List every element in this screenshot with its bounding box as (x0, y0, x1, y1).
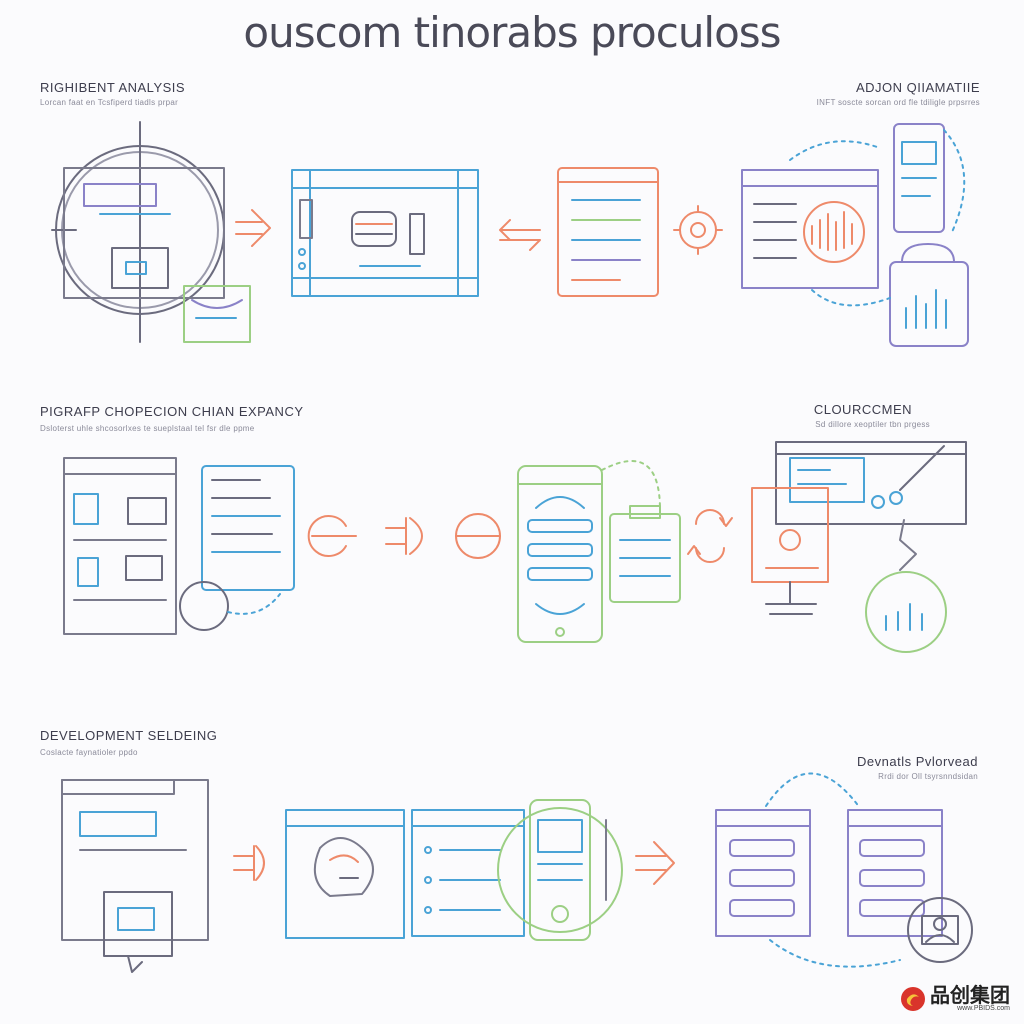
requirement-analysis-illustration (51, 121, 251, 343)
section-sub-requirement-analysis: Lorcan faat en Tcsfiperd tiadls prpar (40, 98, 179, 107)
watermark-brand: 品创集团 (930, 983, 1010, 1007)
circle-arrow-2 (455, 513, 501, 559)
section-sub-devnatls-pvlorvead: Rrdi dor Oll tsyrsnndsidan (878, 772, 978, 781)
arrow-right-2 (635, 841, 675, 885)
program-grid-panel (63, 457, 177, 635)
split-arrow (385, 517, 423, 555)
section-label-program-expansion: PIGRAFP CHOPECION CHIAN EXPANCY (40, 404, 304, 419)
section-sub-program-expansion: Dsloterst uhle shcosorlxes te sueplstaal… (40, 424, 255, 433)
system-design-window (291, 169, 479, 297)
sync-icon (687, 509, 733, 563)
section-label-design-quality: ADJON QIIAMATIIE (855, 80, 980, 95)
analytics-device (811, 243, 969, 347)
circle-arrow-1 (307, 515, 357, 557)
section-label-requirement-analysis: RIGHIBENT ANALYSIS (40, 80, 186, 95)
section-sub-development-selecting: Coslacte faynatioler ppdo (40, 748, 138, 757)
diagram-title: ouscom tinorabs proculoss (243, 8, 781, 57)
section-label-cloud-commerce: CLOURCCMEN (813, 402, 912, 417)
section-label-devnatls-pvlorvead: Devnatls Pvlorvead (857, 754, 978, 769)
document-card (179, 465, 295, 631)
brand-logo-icon (901, 986, 925, 1011)
settings-list-window (411, 809, 525, 937)
arrow-right-1 (235, 209, 271, 247)
robot-arm-chart (865, 519, 947, 653)
deploy-panel-2 (765, 772, 943, 968)
section-sub-cloud-commerce: Sd dillore xeoptiler tbn prgess (815, 420, 930, 429)
gear-icon (673, 205, 723, 255)
dashboard-window (741, 169, 879, 289)
ai-head-window (285, 809, 405, 939)
smartphone-illustration (517, 460, 661, 643)
document-tablet (557, 167, 659, 297)
cloud-monitor (751, 441, 967, 615)
deploy-panel-1 (715, 809, 811, 937)
development-window (61, 779, 209, 973)
section-sub-design-quality: INFT soscte sorcan ord fle tdiligle prps… (816, 98, 980, 107)
user-profile-icon (907, 897, 973, 963)
section-label-development-selecting: DEVELOPMENT SELDEING (40, 728, 218, 743)
arrow-swap-1 (499, 219, 541, 251)
watermark-url: www.PBIDS.com (957, 1005, 1010, 1012)
clipboard-card (609, 505, 681, 603)
arrow-split-2 (233, 845, 265, 881)
watermark: 品创集团 www.PBIDS.com (900, 985, 1010, 1012)
phone-circle (497, 799, 623, 941)
mobile-phone-illustration (789, 123, 966, 233)
